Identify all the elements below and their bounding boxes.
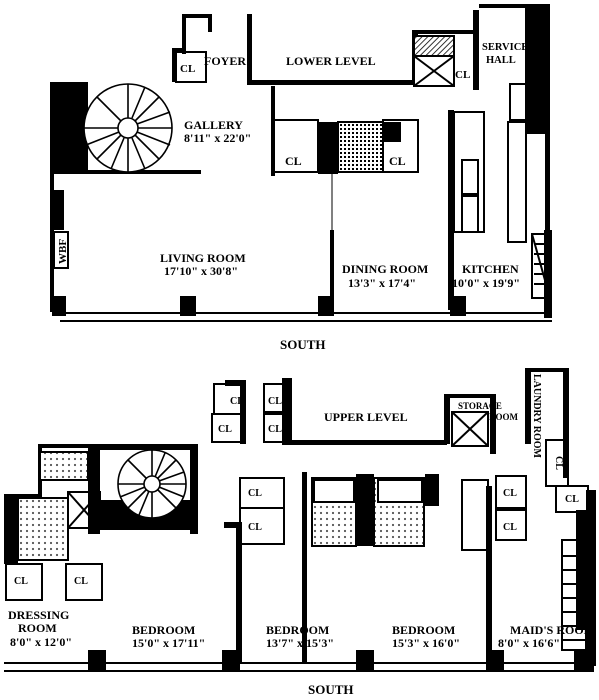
dining-room-dims: 13'3" x 17'4" xyxy=(348,276,416,290)
lower-outlines xyxy=(175,35,551,299)
gallery-name: GALLERY xyxy=(184,118,243,132)
living-room-dims: 17'10" x 30'8" xyxy=(164,264,238,278)
lower-level-label: LOWER LEVEL xyxy=(286,54,376,68)
bedroom-1-dims: 15'0" x 17'11" xyxy=(132,636,205,650)
lower-level-plan: LOWER LEVEL FOYER CL SERVICE HALL CL GAL… xyxy=(50,4,552,352)
upper-closet-label-5: CL xyxy=(553,456,564,470)
dining-room-name: DINING ROOM xyxy=(342,262,428,276)
upper-closet-label-4: CL xyxy=(268,424,282,435)
upper-closet-label-9: CL xyxy=(248,488,262,499)
gallery-dims: 8'11" x 22'0" xyxy=(184,131,251,145)
dressing-room-dims: 8'0" x 12'0" xyxy=(10,635,72,649)
upper-closet-label-6: CL xyxy=(565,494,579,505)
kitchen-dims: 10'0" x 19'9" xyxy=(452,276,520,290)
upper-outlines xyxy=(5,383,589,651)
bedroom-1-name: BEDROOM xyxy=(132,623,195,637)
bedroom-3-dims: 15'3" x 16'0" xyxy=(392,636,460,650)
maids-room-name: MAID'S ROOM xyxy=(510,623,595,637)
dining-closet-label: CL xyxy=(389,154,406,168)
storage-room-label-2: ROOM xyxy=(489,412,519,422)
bedroom-2-name: BEDROOM xyxy=(266,623,329,637)
upper-closet-label-8: CL xyxy=(503,522,517,533)
upper-walls xyxy=(4,368,596,672)
maids-room-dims: 8'0" x 16'6" xyxy=(498,636,560,650)
living-room-name: LIVING ROOM xyxy=(160,251,246,265)
upper-closet-label-7: CL xyxy=(503,488,517,499)
fireplace-box xyxy=(53,231,69,269)
storage-room-label-1: STORAGE xyxy=(458,401,502,411)
service-closet-label: CL xyxy=(455,69,470,81)
laundry-room-label: LAUNDRY ROOM xyxy=(531,374,542,459)
foyer-label: FOYER xyxy=(204,54,246,68)
bedroom-2-dims: 13'7" x 15'3" xyxy=(266,636,334,650)
upper-closet-label-10: CL xyxy=(248,522,262,533)
upper-closet-label-1: CL xyxy=(230,396,244,407)
gallery-closet-label: CL xyxy=(285,154,302,168)
upper-level-label: UPPER LEVEL xyxy=(324,410,408,424)
bedroom-3-name: BEDROOM xyxy=(392,623,455,637)
upper-closet-label-12: CL xyxy=(74,576,88,587)
upper-level-plan: UPPER LEVEL STORAGE ROOM LAUNDRY ROOM CL… xyxy=(4,368,596,697)
foyer-closet-label: CL xyxy=(180,63,195,75)
upper-closet-label-11: CL xyxy=(14,576,28,587)
lower-south-label: SOUTH xyxy=(280,337,326,352)
dressing-room-name-2: ROOM xyxy=(18,621,57,635)
lower-spiral-stair xyxy=(83,83,173,173)
upper-closet-label-3: CL xyxy=(268,396,282,407)
service-hall-label-2: HALL xyxy=(486,55,516,66)
kitchen-name: KITCHEN xyxy=(462,262,519,276)
upper-south-label: SOUTH xyxy=(308,682,354,697)
dressing-room-name-1: DRESSING xyxy=(8,608,69,622)
upper-spiral-stair xyxy=(117,449,187,519)
service-hall-label-1: SERVICE xyxy=(482,42,528,53)
fireplace-label: WBF xyxy=(57,239,69,264)
upper-closet-label-2: CL xyxy=(218,424,232,435)
